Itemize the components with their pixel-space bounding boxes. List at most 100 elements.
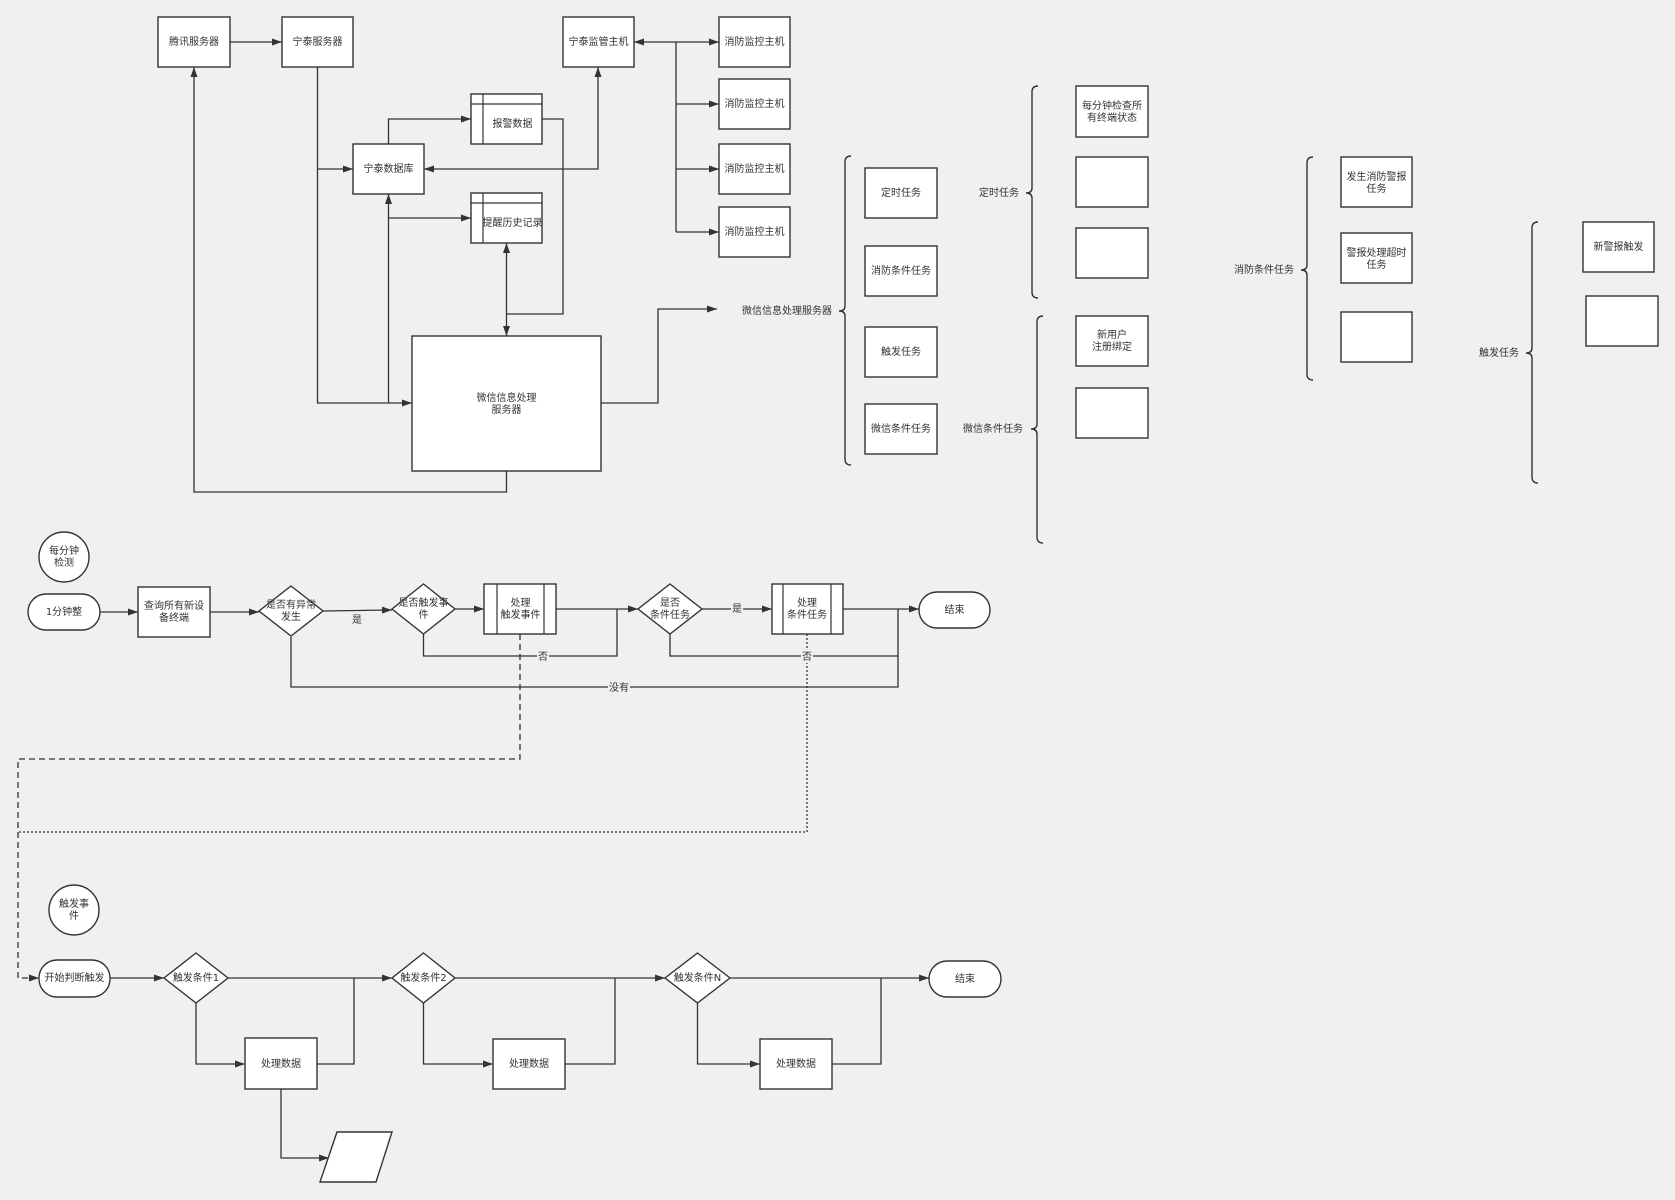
node-label: 提醒历史记录 bbox=[483, 217, 543, 229]
task-tree-wechat-condition: 微信条件任务 新用户 注册绑定 bbox=[963, 315, 1149, 544]
trigger-flow-condition-n[interactable]: 触发条件N bbox=[663, 952, 732, 1004]
node-label-line-2: 注册绑定 bbox=[1092, 340, 1132, 353]
node-label: 开始判断触发 bbox=[45, 971, 105, 984]
node-label-line-2: 任务 bbox=[1367, 258, 1387, 271]
node-label-line-1: 每分钟 bbox=[49, 544, 79, 557]
node-label-line-1: 发生消防警报 bbox=[1347, 170, 1407, 183]
node-label-line-2: 发生 bbox=[281, 610, 301, 623]
node-ningtai-database[interactable]: 宁泰数据库 bbox=[352, 143, 425, 195]
table-header-line bbox=[471, 193, 542, 243]
wechat-task-empty-1[interactable] bbox=[1075, 387, 1149, 439]
fire-task-alarm-timeout[interactable]: 警报处理超时 任务 bbox=[1340, 232, 1413, 284]
node-label-line-2: 备终端 bbox=[159, 611, 189, 624]
edge-label-no: 否 bbox=[538, 651, 548, 663]
architecture-edges bbox=[190, 38, 719, 493]
table-header-line bbox=[471, 94, 542, 144]
node-ningtai-monitor-host[interactable]: 宁泰监管主机 bbox=[562, 16, 635, 68]
trigger-flow-condition-2[interactable]: 触发条件2 bbox=[390, 952, 457, 1004]
edge-anomaly-none bbox=[290, 637, 899, 688]
node-label: 新警报触发 bbox=[1594, 240, 1644, 253]
trigger-flow-process-1[interactable]: 处理数据 bbox=[244, 1037, 318, 1090]
trigger-flow-process-n[interactable]: 处理数据 bbox=[759, 1038, 833, 1090]
node-label-line-1: 处理 bbox=[797, 597, 817, 609]
timed-task-check-terminals[interactable]: 每分钟检查所 有终端状态 bbox=[1075, 85, 1149, 138]
brace-timed bbox=[1025, 85, 1039, 299]
timed-task-empty-2[interactable] bbox=[1075, 227, 1149, 279]
minute-flow-condition-decision[interactable]: 是否 条件任务 bbox=[636, 583, 704, 635]
brace-root bbox=[838, 155, 852, 466]
node-label: 宁泰服务器 bbox=[293, 35, 343, 48]
minute-flow-title-circle[interactable]: 每分钟 检测 bbox=[38, 531, 90, 583]
fire-task-alarm-occurred[interactable]: 发生消防警报 任务 bbox=[1340, 156, 1413, 208]
edge-wechat-to-task-tree bbox=[601, 305, 717, 404]
task-tree-fire-condition: 消防条件任务 发生消防警报 任务 警报处理超时 任务 bbox=[1234, 156, 1413, 381]
node-label-line-1: 处理 bbox=[511, 597, 531, 609]
trigger-flow-title-circle[interactable]: 触发事 件 bbox=[48, 884, 100, 936]
group-label: 微信条件任务 bbox=[963, 422, 1023, 435]
minute-flow-end-terminator[interactable]: 结束 bbox=[918, 591, 991, 629]
node-label-line-2: 件 bbox=[69, 910, 79, 922]
node-fire-monitor-host-4[interactable]: 消防监控主机 bbox=[718, 206, 791, 258]
minute-flow-query-process[interactable]: 查询所有新设 备终端 bbox=[137, 586, 211, 638]
node-label-line-1: 是否有异常 bbox=[266, 598, 316, 611]
trigger-flow-process-2[interactable]: 处理数据 bbox=[492, 1038, 566, 1090]
tree-item-fire-condition-tasks[interactable]: 消防条件任务 bbox=[864, 245, 938, 297]
edge-anomaly-yes bbox=[322, 606, 393, 614]
trigger-task-empty-1[interactable] bbox=[1585, 295, 1659, 347]
node-label-line-2: 有终端状态 bbox=[1087, 111, 1137, 124]
edge-alarm-data-to-wechat bbox=[506, 118, 564, 315]
minute-flow-anomaly-decision[interactable]: 是否有异常 发生 bbox=[257, 585, 325, 637]
edge-process-1-to-data bbox=[280, 1089, 329, 1162]
edge-label-yes: 是 bbox=[732, 603, 742, 615]
node-fire-monitor-host-1[interactable]: 消防监控主机 bbox=[718, 16, 791, 68]
edge-process-2-merge bbox=[565, 978, 616, 1065]
trigger-flow-end-terminator[interactable]: 结束 bbox=[928, 960, 1002, 998]
node-label: 报警数据 bbox=[493, 117, 533, 130]
minute-flow-start-terminator[interactable]: 1分钟整 bbox=[27, 593, 101, 631]
node-fire-monitor-host-2[interactable]: 消防监控主机 bbox=[718, 78, 791, 130]
node-label-line-2: 触发事件 bbox=[501, 608, 541, 621]
node-label: 微信条件任务 bbox=[871, 422, 931, 435]
node-label-line-1: 触发事 bbox=[59, 897, 89, 910]
node-label-line-1: 是否 bbox=[660, 597, 680, 609]
edge-dashed-trigger-link bbox=[17, 634, 521, 982]
node-label-line-2: 条件任务 bbox=[787, 608, 827, 621]
tree-item-trigger-tasks[interactable]: 触发任务 bbox=[864, 326, 938, 378]
edge-condition-2-to-process bbox=[422, 1003, 493, 1068]
node-label: 消防监控主机 bbox=[725, 97, 785, 110]
trigger-flow-edges bbox=[110, 974, 929, 1162]
minute-flow-process-trigger-subprocess[interactable]: 处理 触发事件 bbox=[483, 583, 557, 635]
fire-task-empty-1[interactable] bbox=[1340, 311, 1413, 363]
node-tencent-server[interactable]: 腾讯服务器 bbox=[157, 16, 231, 68]
node-label: 触发任务 bbox=[881, 345, 921, 358]
node-label: 触发条件2 bbox=[400, 971, 446, 984]
minute-flow-trigger-decision[interactable]: 是否触发事 件 bbox=[390, 583, 457, 635]
node-label-line-1: 每分钟检查所 bbox=[1082, 99, 1142, 112]
node-label: 处理数据 bbox=[261, 1057, 301, 1070]
tree-item-wechat-condition-tasks[interactable]: 微信条件任务 bbox=[864, 403, 938, 455]
edge-process-n-merge bbox=[832, 978, 882, 1065]
node-label: 消防监控主机 bbox=[725, 225, 785, 238]
trigger-flow-condition-1[interactable]: 触发条件1 bbox=[162, 952, 230, 1004]
trigger-task-new-alarm[interactable]: 新警报触发 bbox=[1582, 221, 1655, 273]
edge-condition-no bbox=[669, 609, 899, 657]
tree-root-label: 微信信息处理服务器 bbox=[742, 304, 832, 317]
wechat-task-new-user-binding[interactable]: 新用户 注册绑定 bbox=[1075, 315, 1149, 367]
edge-condition-n-to-process bbox=[696, 1003, 760, 1068]
node-wechat-server[interactable]: 微信信息处理 服务器 bbox=[411, 335, 602, 472]
node-label: 消防监控主机 bbox=[725, 35, 785, 48]
node-reminder-history-table[interactable]: 提醒历史记录 bbox=[470, 192, 543, 244]
edge-label-no: 否 bbox=[802, 651, 812, 663]
tree-item-timed-tasks[interactable]: 定时任务 bbox=[864, 167, 938, 219]
timed-task-empty-1[interactable] bbox=[1075, 156, 1149, 208]
node-label-line-2: 服务器 bbox=[492, 403, 522, 416]
minute-flow-process-condition-subprocess[interactable]: 处理 条件任务 bbox=[771, 583, 844, 635]
node-ningtai-server[interactable]: 宁泰服务器 bbox=[281, 16, 354, 68]
edge-ningtai-server-to-wechat-server bbox=[316, 67, 412, 407]
node-label-line-1: 微信信息处理 bbox=[477, 391, 537, 404]
node-fire-monitor-host-3[interactable]: 消防监控主机 bbox=[718, 143, 791, 195]
trigger-flow-start-terminator[interactable]: 开始判断触发 bbox=[38, 959, 111, 998]
node-alarm-data-table[interactable]: 报警数据 bbox=[470, 93, 543, 145]
minute-flow-edges bbox=[17, 605, 919, 982]
trigger-flow-data-parallelogram[interactable] bbox=[319, 1131, 393, 1183]
